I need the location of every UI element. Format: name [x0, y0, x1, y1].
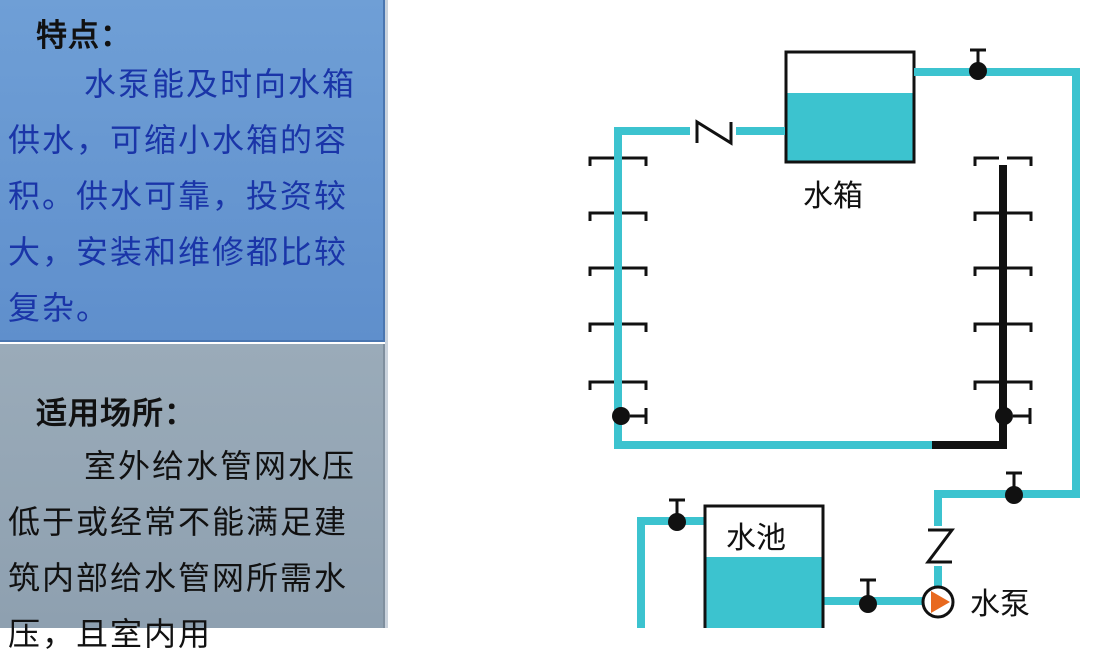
panel-divider [385, 0, 388, 628]
features-text: 水泵能及时向水箱供水，可缩小水箱的容积。供水可靠，投资较大，安装和维修都比较复杂… [8, 65, 357, 327]
pump-icon [921, 585, 955, 619]
faucet-icon [973, 266, 1033, 276]
gate-valve-icon [612, 407, 648, 425]
pool-inlet-pipe [637, 517, 705, 628]
tank-label: 水箱 [803, 179, 863, 214]
right-fixtures [973, 156, 1033, 390]
gate-valve-icon [995, 407, 1032, 425]
faucet-icon [973, 322, 1033, 332]
water-tank: 水箱 [784, 50, 916, 214]
features-heading: 特点： [36, 18, 132, 54]
pump-check-valve-icon [925, 526, 955, 566]
water-pool: 水池 [703, 504, 825, 628]
left-riser-pipe [614, 127, 932, 449]
pool-water [706, 557, 822, 628]
pool-label: 水池 [726, 521, 786, 556]
gate-valve-icon [1005, 471, 1023, 504]
gate-valve-icon [668, 498, 686, 531]
left-fixtures [588, 156, 648, 390]
tank-outline [784, 50, 916, 164]
faucet-icon [973, 156, 1033, 166]
applicable-heading: 适用场所： [36, 396, 196, 432]
faucet-icon [973, 380, 1033, 390]
faucet-icon [588, 211, 648, 221]
check-valve-icon [690, 118, 736, 146]
faucet-icon [588, 380, 648, 390]
pump-label: 水泵 [970, 587, 1030, 622]
gate-valve-icon [969, 48, 987, 80]
gate-valve-icon [859, 578, 877, 613]
faucet-icon [973, 211, 1033, 221]
faucet-icon [588, 266, 648, 276]
faucet-icon [588, 156, 648, 166]
tank-water [787, 93, 913, 163]
pool-outline [703, 504, 825, 628]
features-panel: 特点： 水泵能及时向水箱供水，可缩小水箱的容积。供水可靠，投资较大，安装和维修都… [0, 0, 385, 342]
water-supply-diagram: 水箱 [588, 48, 1080, 628]
downfeed-riser [932, 165, 1007, 449]
tank-outlet-pipe [914, 68, 1080, 600]
faucet-icon [588, 322, 648, 332]
